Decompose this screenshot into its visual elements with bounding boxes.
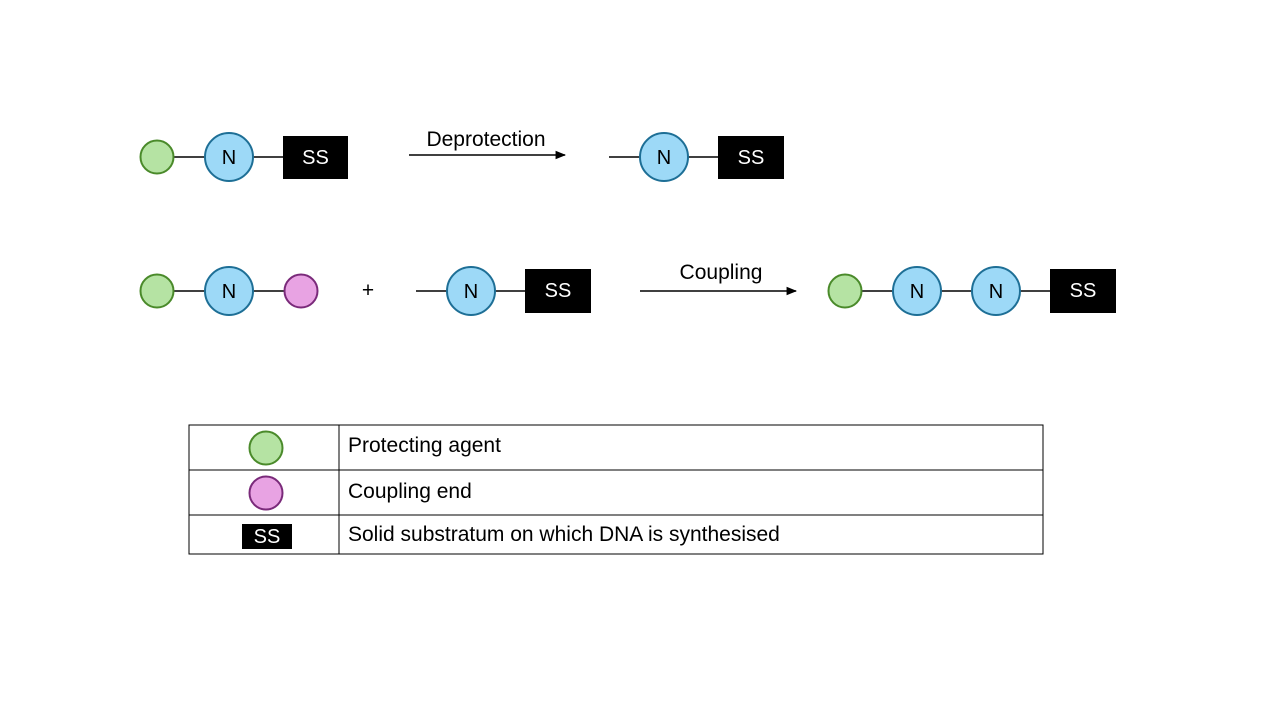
legend-substratum-symbol [242, 524, 292, 549]
legend-row-solid-substratum: SS Solid substratum on which DNA is synt… [242, 523, 780, 549]
protecting-agent-circle [139, 273, 175, 309]
legend-row-coupling-end: Coupling end [248, 475, 472, 511]
nucleotide-label: N [657, 147, 671, 169]
legend-substratum-label: SS [254, 526, 281, 548]
coupling-row: N + N SS Coupling N N SS [139, 261, 1116, 316]
substratum-box [525, 269, 591, 313]
nucleotide-label: N [222, 147, 236, 169]
legend-solid-substratum-text: Solid substratum on which DNA is synthes… [348, 523, 780, 546]
substratum-box [283, 136, 348, 179]
coupling-arrow: Coupling [640, 261, 798, 296]
deprotection-arrow: Deprotection [409, 128, 567, 160]
nucleotide-circle [204, 266, 254, 316]
coupling-end-circle [283, 273, 319, 309]
nucleotide-label: N [989, 281, 1003, 303]
reactant-protected-nucleotide: N SS [139, 132, 348, 182]
legend-border [188, 424, 1044, 555]
plus-sign: + [362, 279, 374, 302]
substratum-label: SS [1070, 280, 1097, 302]
coupling-label: Coupling [680, 261, 763, 284]
substratum-box [1050, 269, 1116, 313]
legend-table: Protecting agent Coupling end SS Solid s… [188, 424, 1044, 555]
nucleotide-circle [639, 132, 689, 182]
legend-protecting-agent-symbol [248, 430, 284, 466]
product-deprotected-nucleotide: N SS [609, 132, 784, 182]
reactant-bound-nucleotide: N SS [416, 266, 591, 316]
substratum-label: SS [302, 147, 329, 169]
deprotection-row: N SS Deprotection N SS [139, 128, 784, 182]
nucleotide-label: N [910, 281, 924, 303]
protecting-agent-circle [827, 273, 863, 309]
nucleotide-circle [446, 266, 496, 316]
nucleotide-label: N [222, 281, 236, 303]
nucleotide-circle [892, 266, 942, 316]
nucleotide-circle [204, 132, 254, 182]
legend-row-protecting-agent: Protecting agent [248, 430, 501, 466]
nucleotide-circle [971, 266, 1021, 316]
substratum-box [718, 136, 784, 179]
legend-coupling-end-symbol [248, 475, 284, 511]
substratum-label: SS [545, 280, 572, 302]
reactant-incoming-nucleotide: N [139, 266, 319, 316]
legend-protecting-agent-text: Protecting agent [348, 434, 501, 457]
protecting-agent-circle [139, 139, 175, 175]
deprotection-label: Deprotection [426, 128, 545, 151]
legend-coupling-end-text: Coupling end [348, 480, 472, 503]
nucleotide-label: N [464, 281, 478, 303]
product-dinucleotide: N N SS [827, 266, 1116, 316]
substratum-label: SS [738, 147, 765, 169]
